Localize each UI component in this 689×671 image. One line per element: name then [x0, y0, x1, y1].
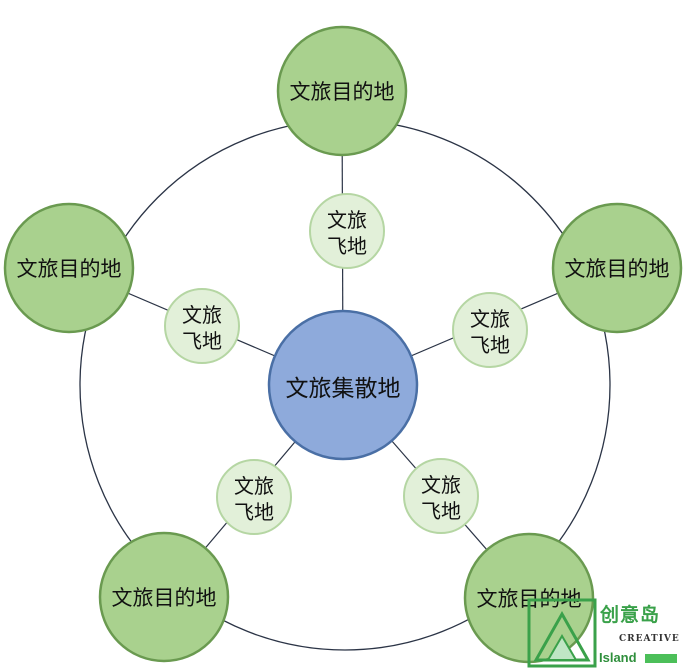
hub-circle [216, 459, 292, 535]
watermark-island-text: Island [599, 650, 637, 665]
center-label: 文旅集散地 [286, 376, 401, 402]
destination-circle [3, 202, 135, 334]
destination-label: 文旅目的地 [112, 586, 217, 610]
destination-node: 文旅目的地 [98, 531, 230, 663]
watermark-creative-text: CREATIVE [619, 634, 680, 644]
hub-circle [403, 458, 479, 534]
hub-label-line1: 文旅 [421, 473, 461, 497]
center-node: 文旅集散地 [267, 309, 419, 461]
destination-circle [551, 202, 683, 334]
destination-node: 文旅目的地 [276, 25, 408, 157]
hub-label-line1: 文旅 [234, 474, 274, 498]
hub-label-line1: 文旅 [182, 303, 222, 327]
destination-label: 文旅目的地 [17, 257, 122, 281]
watermark-mark [527, 598, 597, 668]
watermark-logo: 创意岛 CREATIVE Island [527, 598, 687, 668]
hub-label-line2: 飞地 [234, 500, 274, 524]
hub-label-line1: 文旅 [327, 208, 367, 232]
hub-circle [452, 292, 528, 368]
destination-node: 文旅目的地 [3, 202, 135, 334]
destination-label: 文旅目的地 [565, 257, 670, 281]
hub-label-line2: 飞地 [327, 234, 367, 258]
hub-label-line2: 飞地 [182, 329, 222, 353]
center-circle [267, 309, 419, 461]
destination-node: 文旅目的地 [551, 202, 683, 334]
destination-label: 文旅目的地 [290, 80, 395, 104]
destination-node: 文旅目的地 [463, 532, 595, 664]
destination-circle [276, 25, 408, 157]
hub-circle [164, 288, 240, 364]
hub-label-line1: 文旅 [470, 307, 510, 331]
watermark-bar [645, 654, 677, 663]
hub-label-line2: 飞地 [470, 333, 510, 357]
watermark-cjk-text: 创意岛 [600, 604, 661, 626]
destination-circle [98, 531, 230, 663]
destination-nodes: 文旅目的地文旅目的地文旅目的地文旅目的地文旅目的地 [3, 25, 683, 664]
hub-label-line2: 飞地 [421, 499, 461, 523]
hub-circle [309, 193, 385, 269]
